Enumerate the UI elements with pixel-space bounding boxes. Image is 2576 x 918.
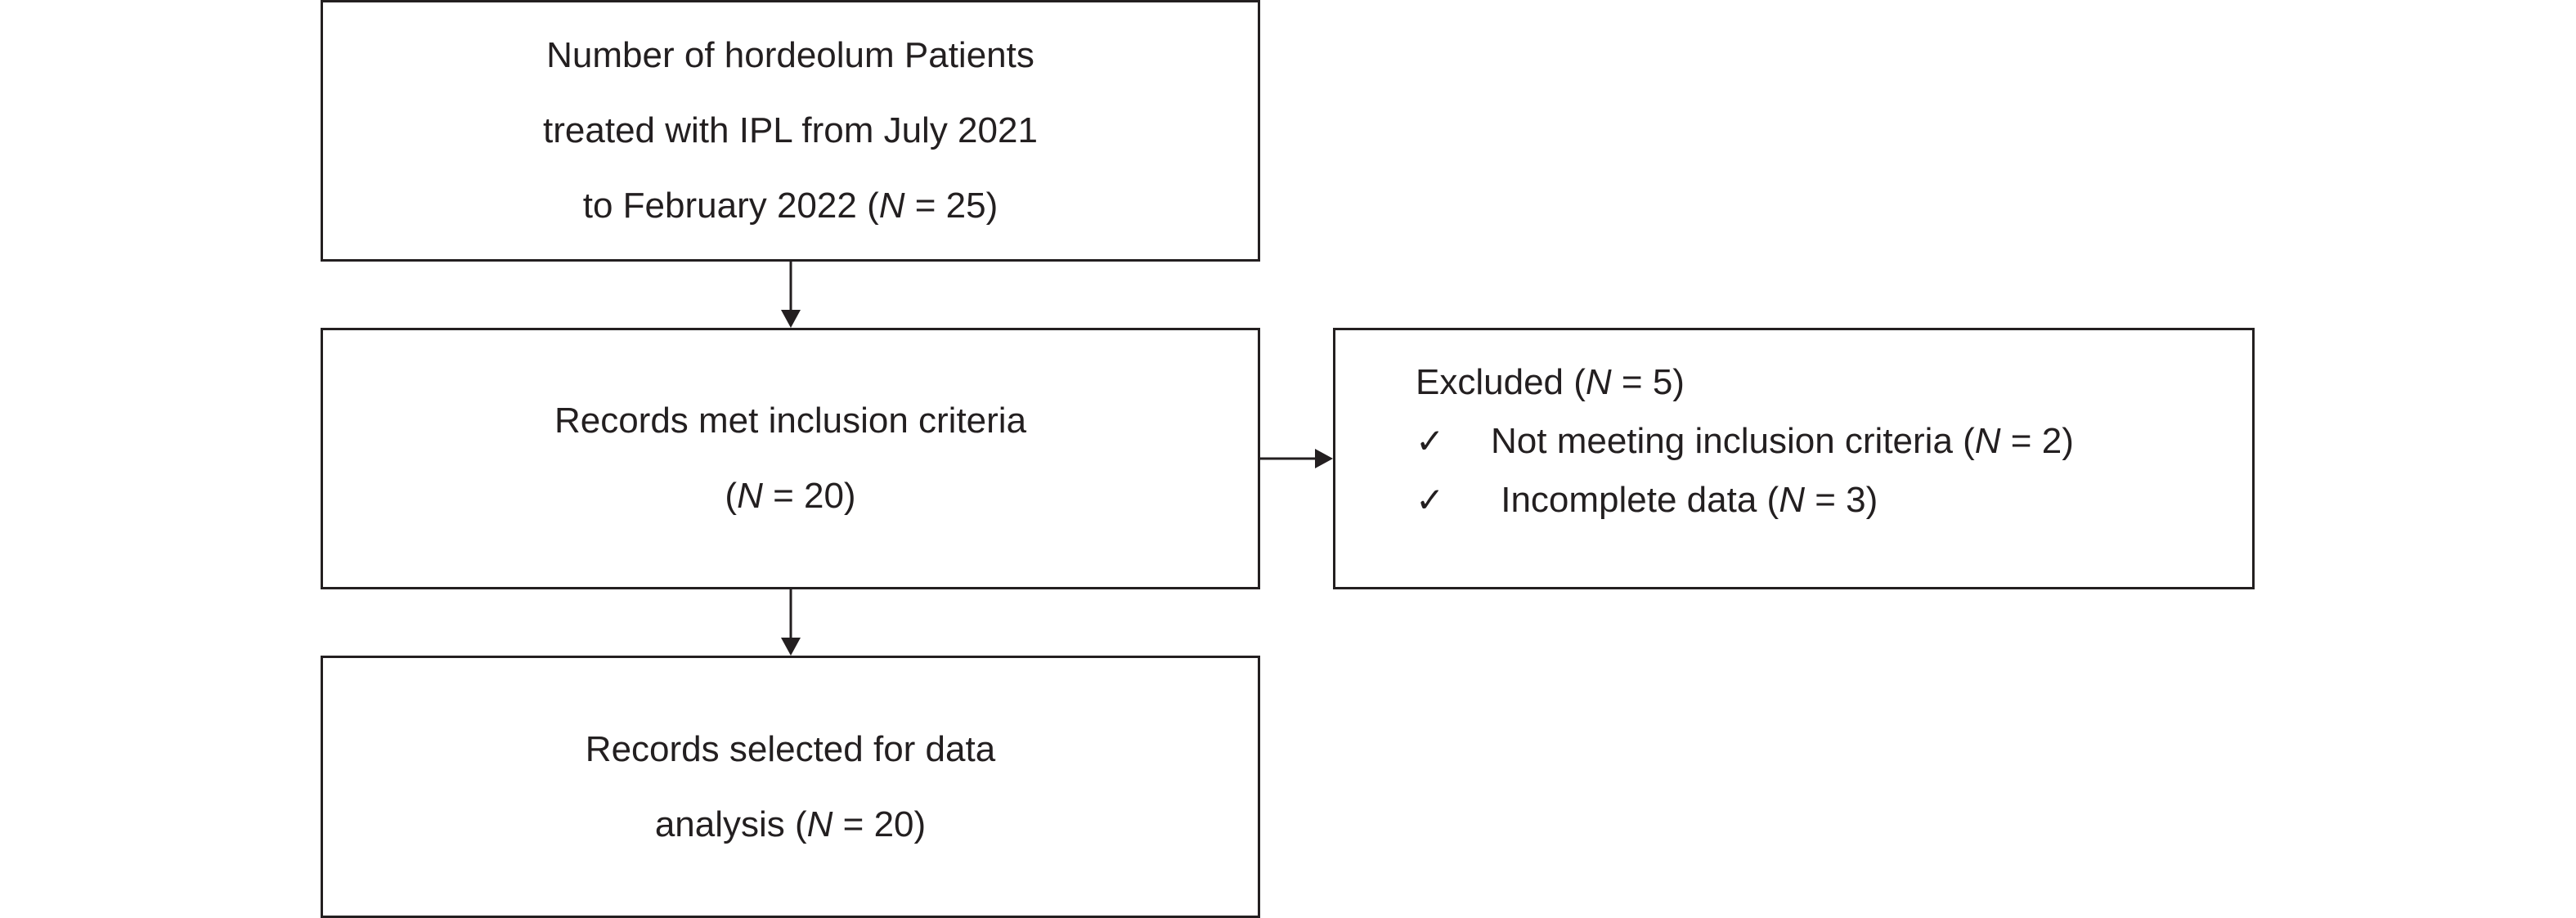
identified-line-2: treated with IPL from July 2021 (543, 110, 1038, 150)
identified-line-3-prefix: to February 2022 ( (582, 186, 879, 226)
n-symbol: N (1974, 421, 2001, 461)
analysis-line-1: Records selected for data (585, 728, 996, 769)
n-symbol: N (806, 804, 833, 844)
arrow-included-to-excluded (1260, 449, 1333, 468)
arrow-included-to-analysis (781, 589, 801, 656)
excluded-item-prefix: Not meeting inclusion criteria ( (1491, 421, 1975, 461)
analysis-line-2-suffix: = 20) (832, 804, 927, 844)
excluded-title-suffix: = 5) (1611, 362, 1685, 402)
identified-line-3: to February 2022 (N = 25) (583, 168, 999, 244)
n-symbol: N (878, 186, 905, 226)
n-symbol: N (1585, 362, 1612, 402)
included-line-2-suffix: = 20) (762, 476, 856, 516)
excluded-item: ✓ Not meeting inclusion criteria (N = 2) (1416, 412, 2074, 471)
excluded-item-suffix: = 2) (2000, 421, 2074, 461)
excluded-item: ✓ Incomplete data (N = 3) (1416, 471, 2074, 530)
included-line-2-prefix: ( (725, 476, 738, 516)
excluded-item-suffix: = 3) (1804, 480, 1878, 520)
included-line-1: Records met inclusion criteria (554, 401, 1027, 441)
check-icon: ✓ (1416, 480, 1445, 520)
n-symbol: N (737, 476, 763, 516)
box-records-selected: Records selected for data analysis (N = … (321, 656, 1260, 918)
identified-line-1: Number of hordeolum Patients (546, 35, 1034, 75)
n-symbol: N (1779, 480, 1805, 520)
identified-line-3-suffix: = 25) (904, 186, 999, 226)
box-excluded: Excluded (N = 5) ✓Not meeting inclusion … (1333, 328, 2255, 589)
excluded-title: Excluded (N = 5) (1416, 353, 2074, 412)
analysis-line-2-prefix: analysis ( (654, 804, 807, 844)
excluded-content: Excluded (N = 5) ✓Not meeting inclusion … (1416, 353, 2074, 530)
box-records-included: Records met inclusion criteria (N = 20) (321, 328, 1260, 589)
box-patients-identified: Number of hordeolum Patients treated wit… (321, 0, 1260, 262)
analysis-line-2: analysis (N = 20) (655, 787, 926, 862)
check-icon: ✓ (1416, 421, 1445, 461)
arrow-identified-to-included (781, 262, 801, 328)
excluded-title-prefix: Excluded ( (1416, 362, 1586, 402)
excluded-item-prefix: Incomplete data ( (1491, 480, 1779, 520)
included-line-2: (N = 20) (725, 459, 855, 534)
